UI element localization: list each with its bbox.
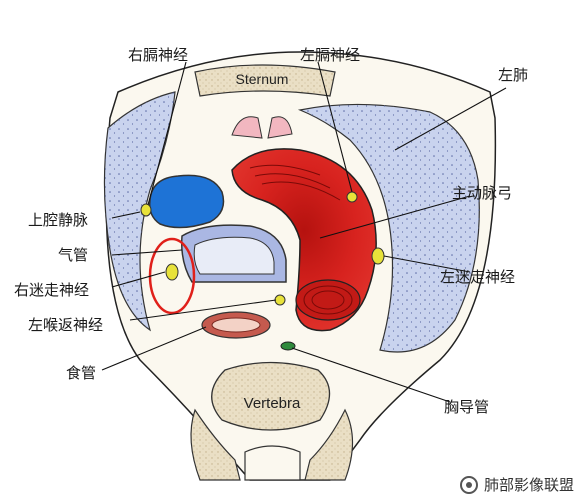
label-aortic-arch: 主动脉弓	[452, 184, 512, 202]
sternum-label: Sternum	[236, 71, 289, 87]
label-right-phrenic-nerve: 右膈神经	[128, 46, 188, 64]
vertebra: Vertebra	[190, 361, 354, 481]
left-vagus-nerve	[371, 247, 385, 265]
label-left-vagus-nerve: 左迷走神经	[440, 268, 515, 286]
trachea	[180, 224, 287, 283]
right-phrenic-nerve	[140, 203, 152, 217]
label-thoracic-duct: 胸导管	[444, 398, 489, 416]
thymus	[231, 116, 293, 139]
left-recurrent-laryngeal-nerve	[274, 294, 286, 306]
vertebra-label: Vertebra	[244, 395, 301, 412]
nerves	[140, 191, 385, 306]
label-superior-vena-cava: 上腔静脉	[28, 211, 88, 229]
left-lung	[297, 103, 480, 353]
label-left-recurrent-laryngeal-nerve: 左喉返神经	[28, 316, 103, 334]
esophagus	[201, 311, 271, 339]
right-lung	[103, 91, 176, 332]
wechat-channel-icon	[459, 475, 478, 494]
sternum: Sternum	[194, 64, 336, 97]
left-phrenic-nerve	[346, 191, 358, 203]
watermark: 肺部影像联盟	[459, 474, 574, 495]
label-esophagus: 食管	[66, 364, 96, 382]
leader-lines	[101, 61, 507, 403]
label-trachea: 气管	[58, 246, 88, 264]
label-right-vagus-nerve: 右迷走神经	[14, 281, 89, 299]
label-left-phrenic-nerve: 左膈神经	[300, 46, 360, 64]
aortic-arch	[231, 148, 377, 332]
thoracic-duct	[280, 341, 296, 351]
label-left-lung: 左肺	[498, 66, 528, 84]
watermark-text: 肺部影像联盟	[483, 476, 574, 494]
superior-vena-cava	[148, 174, 225, 229]
right-vagus-nerve	[165, 263, 179, 281]
